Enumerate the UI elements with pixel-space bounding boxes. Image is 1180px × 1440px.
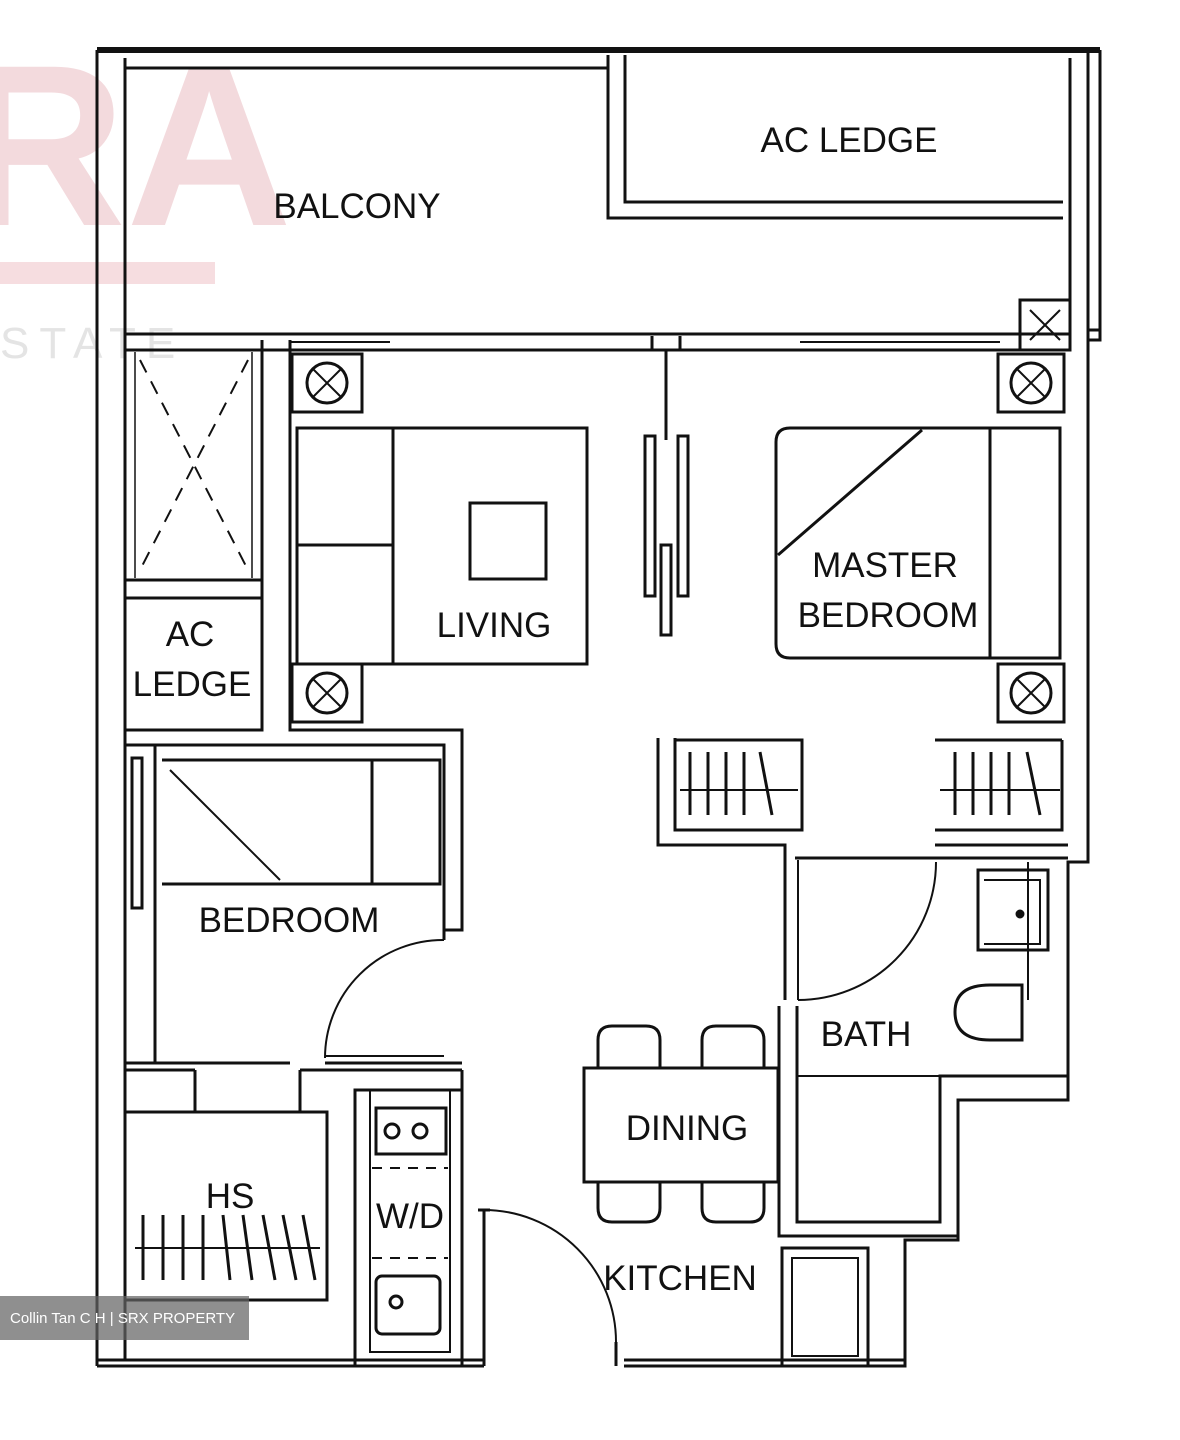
bedroom-window-frame xyxy=(130,756,144,910)
light-fixture-icon xyxy=(290,352,364,414)
coffee-table xyxy=(468,501,548,581)
bedroom-door-swing xyxy=(324,938,445,1059)
photo-credit: Collin Tan C H | SRX PROPERTY xyxy=(0,1296,250,1340)
basin-icon xyxy=(976,868,1050,952)
label-bedroom: BEDROOM xyxy=(199,901,380,940)
watermark-letters: RA xyxy=(0,17,292,274)
sink-icon xyxy=(374,1274,442,1336)
watermark-text: STATE xyxy=(0,319,185,368)
label-kitchen: KITCHEN xyxy=(603,1259,757,1298)
label-wd: W/D xyxy=(376,1197,444,1236)
hob-icon xyxy=(374,1106,448,1156)
label-ac-ledge-top: AC LEDGE xyxy=(761,121,938,160)
watermark-bar xyxy=(0,262,215,284)
light-fixture-icon xyxy=(290,662,364,724)
entrance-door-swing xyxy=(483,1209,617,1343)
label-dining: DINING xyxy=(626,1109,749,1148)
bath-door-swing xyxy=(797,861,937,1001)
wardrobe-master-right xyxy=(935,738,1068,847)
label-master-bedroom-1: MASTER xyxy=(812,546,958,585)
shaft-cross xyxy=(139,359,249,571)
watermark: RA STATE xyxy=(0,17,292,368)
master-bed xyxy=(774,426,1062,660)
light-fixture-icon xyxy=(996,662,1066,724)
label-balcony: BALCONY xyxy=(273,187,440,226)
label-ac-ledge-side-1: AC xyxy=(166,615,215,654)
label-hs: HS xyxy=(206,1177,255,1216)
sliding-partition xyxy=(643,350,690,637)
label-ac-ledge-side-2: LEDGE xyxy=(133,665,252,704)
label-bath: BATH xyxy=(821,1015,912,1054)
ac-ledge-top-wall xyxy=(606,55,1063,220)
toilet-icon xyxy=(953,983,1024,1042)
label-living: LIVING xyxy=(437,606,552,645)
bedroom-bed xyxy=(162,758,442,886)
wardrobe-master-left xyxy=(656,738,804,858)
light-fixture-icon xyxy=(996,352,1066,414)
room-labels: BALCONY AC LEDGE AC LEDGE LIVING MASTER … xyxy=(133,121,979,1298)
storage-closet xyxy=(780,1246,870,1368)
label-master-bedroom-2: BEDROOM xyxy=(798,596,979,635)
